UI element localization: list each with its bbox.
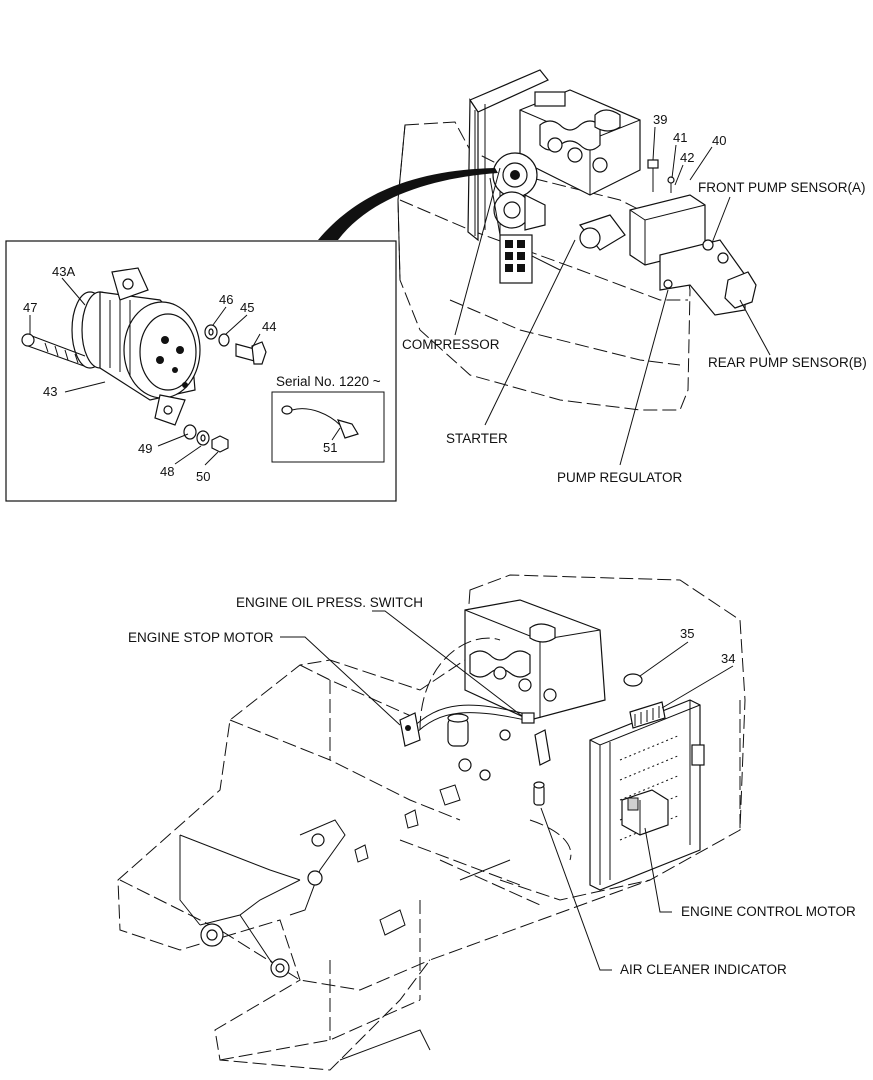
label-engine-stop-motor: ENGINE STOP MOTOR [128,630,274,645]
callout-49: 49 [138,441,152,456]
callout-47: 47 [23,300,37,315]
label-serial-no: Serial No. 1220 ~ [276,374,381,389]
callout-43A: 43A [52,264,75,279]
label-starter: STARTER [446,431,508,446]
label-engine-oil-press-switch: ENGINE OIL PRESS. SWITCH [236,595,423,610]
callout-43: 43 [43,384,57,399]
lower-engine-drawing [117,574,746,1071]
callout-42: 42 [680,150,694,165]
label-front-pump-sensor: FRONT PUMP SENSOR(A) [698,180,866,195]
callout-41: 41 [673,130,687,145]
callout-39: 39 [653,112,667,127]
callout-35: 35 [680,626,694,641]
label-rear-pump-sensor: REAR PUMP SENSOR(B) [708,355,867,370]
label-pump-regulator: PUMP REGULATOR [557,470,683,485]
callout-50: 50 [196,469,210,484]
label-engine-control-motor: ENGINE CONTROL MOTOR [681,904,856,919]
callout-48: 48 [160,464,174,479]
alternator-inset [5,240,397,502]
callout-51: 51 [323,440,337,455]
callout-45: 45 [240,300,254,315]
callout-46: 46 [219,292,233,307]
callout-44: 44 [262,319,276,334]
label-compressor: COMPRESSOR [402,337,500,352]
callout-34: 34 [721,651,735,666]
callout-40: 40 [712,133,726,148]
label-air-cleaner-indicator: AIR CLEANER INDICATOR [620,962,787,977]
upper-engine-drawing [318,69,771,466]
